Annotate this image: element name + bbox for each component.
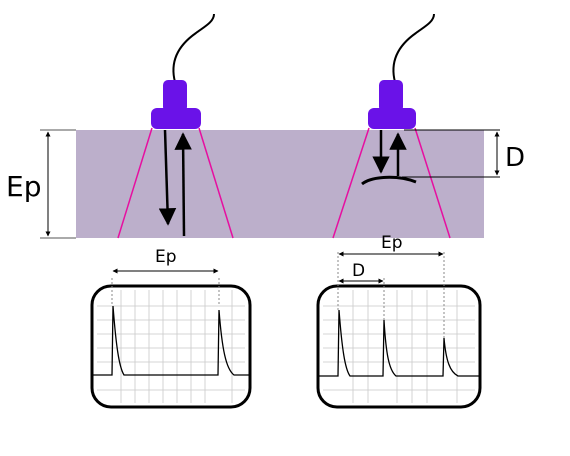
right-probe-cable (392, 13, 435, 83)
right-probe-assembly (332, 13, 451, 239)
ultrasonic-transducer-icon (368, 80, 416, 129)
defect-reflector (361, 175, 417, 186)
right-beam-edge (332, 127, 370, 239)
screen2-d-label: D (352, 261, 365, 281)
defect-depth-dimension: D (402, 129, 525, 178)
thickness-dimension: Ep (6, 129, 76, 239)
screen2-ep-label: Ep (381, 233, 403, 253)
left-probe-cable (172, 13, 215, 83)
left-beam-edge (198, 127, 234, 239)
right-beam-edge (414, 127, 451, 239)
oscilloscope-screen-right: Ep D (316, 233, 482, 409)
screen1-span-label: Ep (155, 247, 177, 267)
material-block (76, 130, 484, 238)
signal-trace (92, 305, 250, 376)
oscilloscope-screen-left: Ep (90, 247, 252, 409)
screen-grid (97, 290, 245, 403)
ultrasonic-transducer-icon (151, 80, 201, 129)
left-emitted-pulse-arrow (158, 129, 177, 226)
left-beam-edge (117, 127, 153, 239)
defect-depth-label: D (505, 143, 525, 173)
thickness-label: Ep (6, 170, 41, 203)
left-probe-assembly (117, 13, 234, 239)
screen-grid (323, 290, 475, 403)
left-echo-arrow (174, 132, 192, 237)
signal-trace (318, 309, 480, 377)
